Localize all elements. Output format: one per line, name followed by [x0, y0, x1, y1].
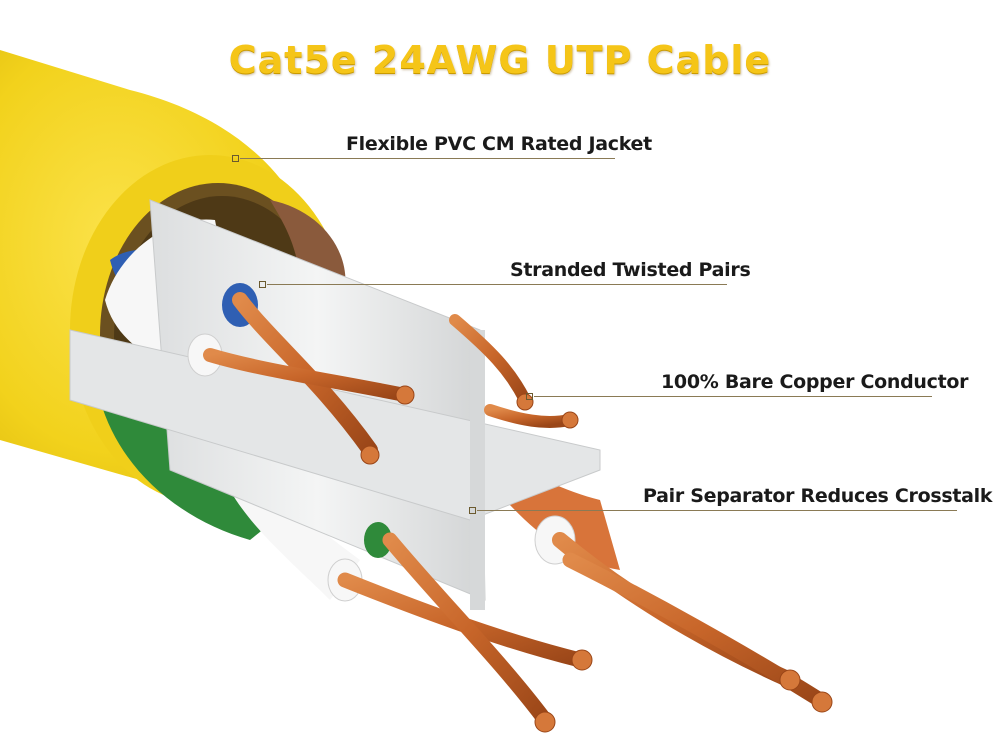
callout-label-separator: Pair Separator Reduces Crosstalk: [643, 485, 993, 507]
separator-horizontal: [69, 329, 601, 521]
callout-marker-jacket: [232, 155, 239, 162]
copper-strand-ends: [360, 385, 833, 733]
copper-strands: [203, 292, 828, 728]
callout-label-pairs: Stranded Twisted Pairs: [510, 259, 751, 281]
callout-line-conductor: [534, 396, 932, 397]
callout-label-jacket: Flexible PVC CM Rated Jacket: [346, 133, 652, 155]
callout-line-jacket: [240, 158, 615, 159]
callout-marker-separator: [469, 507, 476, 514]
diagram-title: Cat5e 24AWG UTP Cable: [228, 38, 772, 82]
callout-marker-conductor: [526, 393, 533, 400]
callout-line-pairs: [267, 284, 727, 285]
callout-label-conductor: 100% Bare Copper Conductor: [661, 371, 969, 393]
callout-line-separator: [477, 510, 957, 511]
pair-brown: [270, 200, 346, 290]
callout-marker-pairs: [259, 281, 266, 288]
